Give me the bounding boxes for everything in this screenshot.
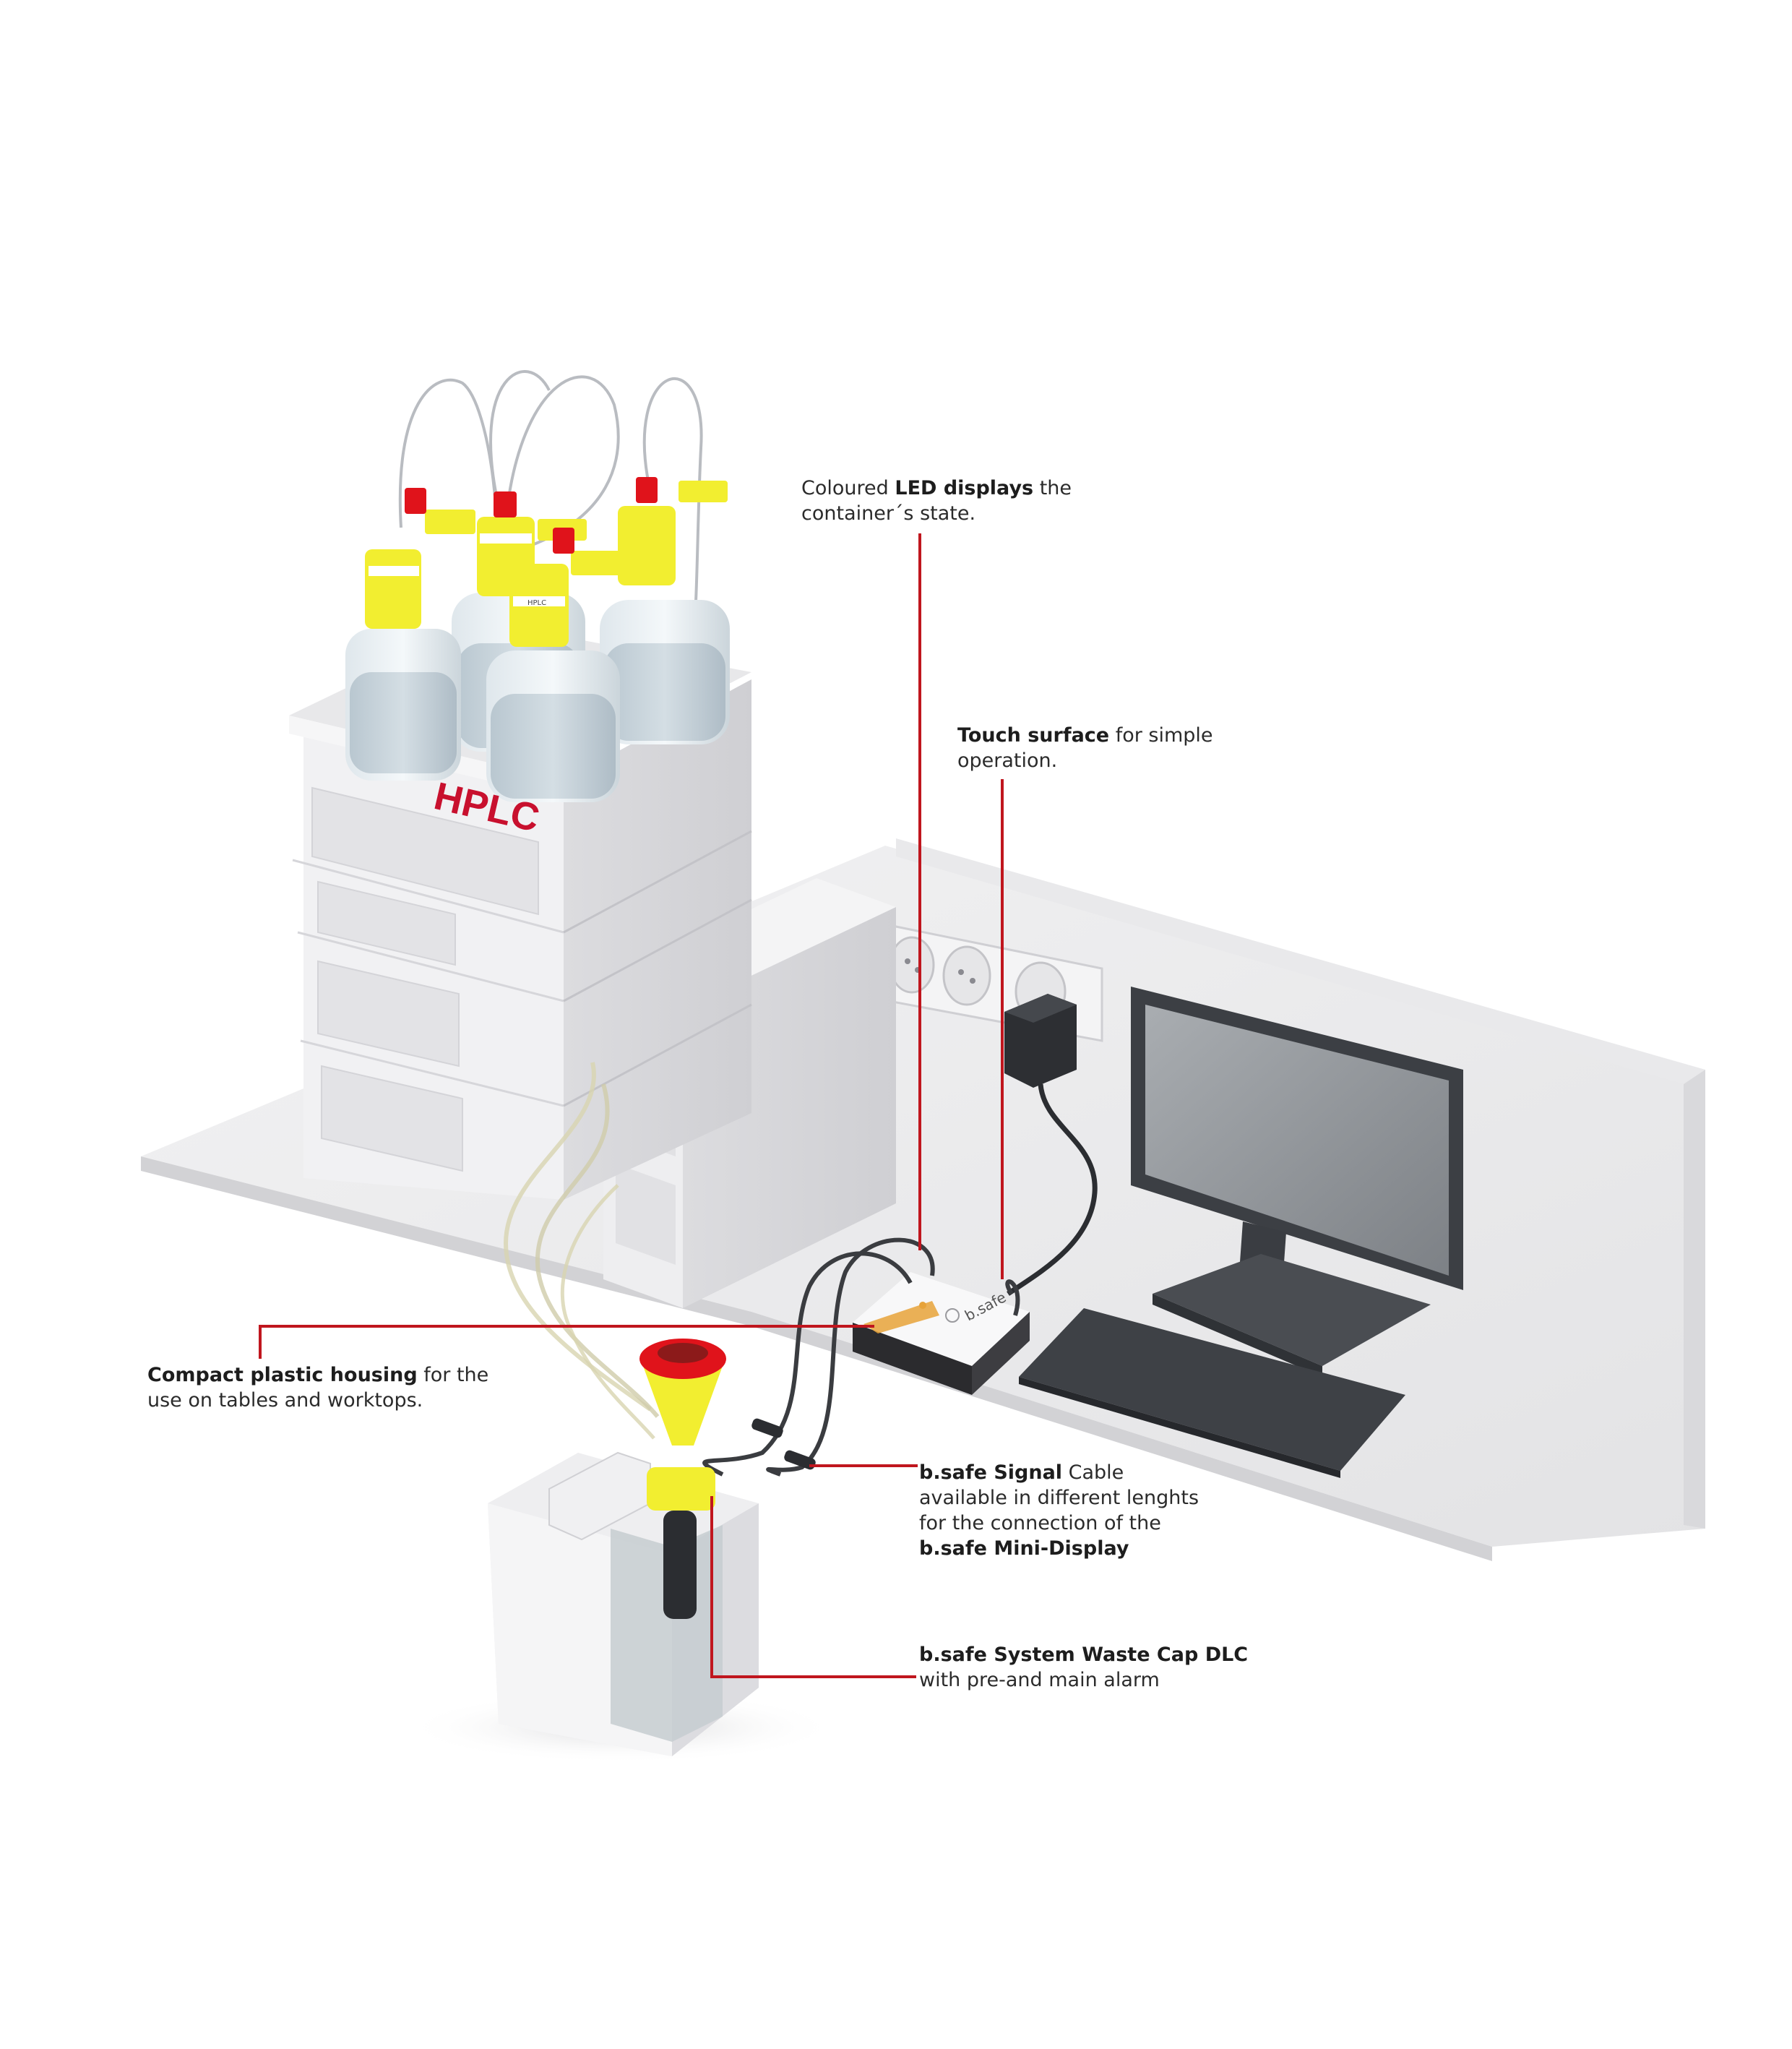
callout-housing-line2: use on tables and worktops. (147, 1389, 423, 1412)
cable-connector-icon (751, 1418, 816, 1470)
mini-display-device-icon: b.safe (853, 1272, 1030, 1395)
wall-socket-icon (889, 936, 935, 994)
callout-touch: Touch surface for simple operation. (957, 723, 1213, 773)
callout-signal-line4: b.safe Mini-Display (919, 1537, 1129, 1560)
callout-waste: b.safe System Waste Cap DLC with pre-and… (919, 1642, 1248, 1693)
drain-tubes (503, 1062, 660, 1440)
bottle-label: HPLC (527, 599, 546, 607)
monitor-icon (1131, 987, 1463, 1377)
callout-signal-bold: b.safe Signal (919, 1461, 1063, 1484)
leader-line-waste (710, 1496, 916, 1678)
solvent-bottle-icon (600, 477, 730, 744)
callout-touch-post: for simple (1109, 724, 1213, 747)
power-adapter-icon (1004, 994, 1098, 1296)
wall-socket-icon (942, 945, 991, 1006)
leader-line-housing (259, 1325, 874, 1359)
callout-touch-line2: operation. (957, 749, 1058, 772)
waste-canister-icon (405, 1339, 838, 1764)
solvent-bottle-icon: HPLC (486, 528, 623, 802)
solvent-bottle-icon (345, 488, 475, 781)
callout-led-line2: container´s state. (801, 502, 976, 525)
callout-waste-bold: b.safe System Waste Cap DLC (919, 1644, 1249, 1666)
callout-signal-line2: available in different lenghts (919, 1487, 1199, 1509)
callout-waste-line2: with pre-and main alarm (919, 1669, 1160, 1691)
callout-touch-bold: Touch surface (957, 724, 1110, 747)
callout-housing-bold: Compact plastic housing (147, 1364, 418, 1386)
callout-led-post: the (1033, 477, 1072, 499)
callout-signal: b.safe Signal Cable available in differe… (919, 1460, 1199, 1561)
callout-led-bold: LED displays (895, 477, 1034, 499)
signal-cables (702, 1237, 1020, 1477)
callout-housing-post: for the (417, 1364, 489, 1386)
callout-led: Coloured LED displays the container´s st… (801, 476, 1072, 526)
callout-led-pre: Coloured (801, 477, 895, 499)
solvent-bottles: HPLC (345, 370, 730, 802)
leader-lines (259, 533, 1004, 1678)
keyboard-icon (1019, 1308, 1405, 1478)
callout-signal-post: Cable (1062, 1461, 1124, 1484)
callout-signal-line3: for the connection of the (919, 1512, 1161, 1534)
callout-housing: Compact plastic housing for the use on t… (147, 1362, 488, 1413)
